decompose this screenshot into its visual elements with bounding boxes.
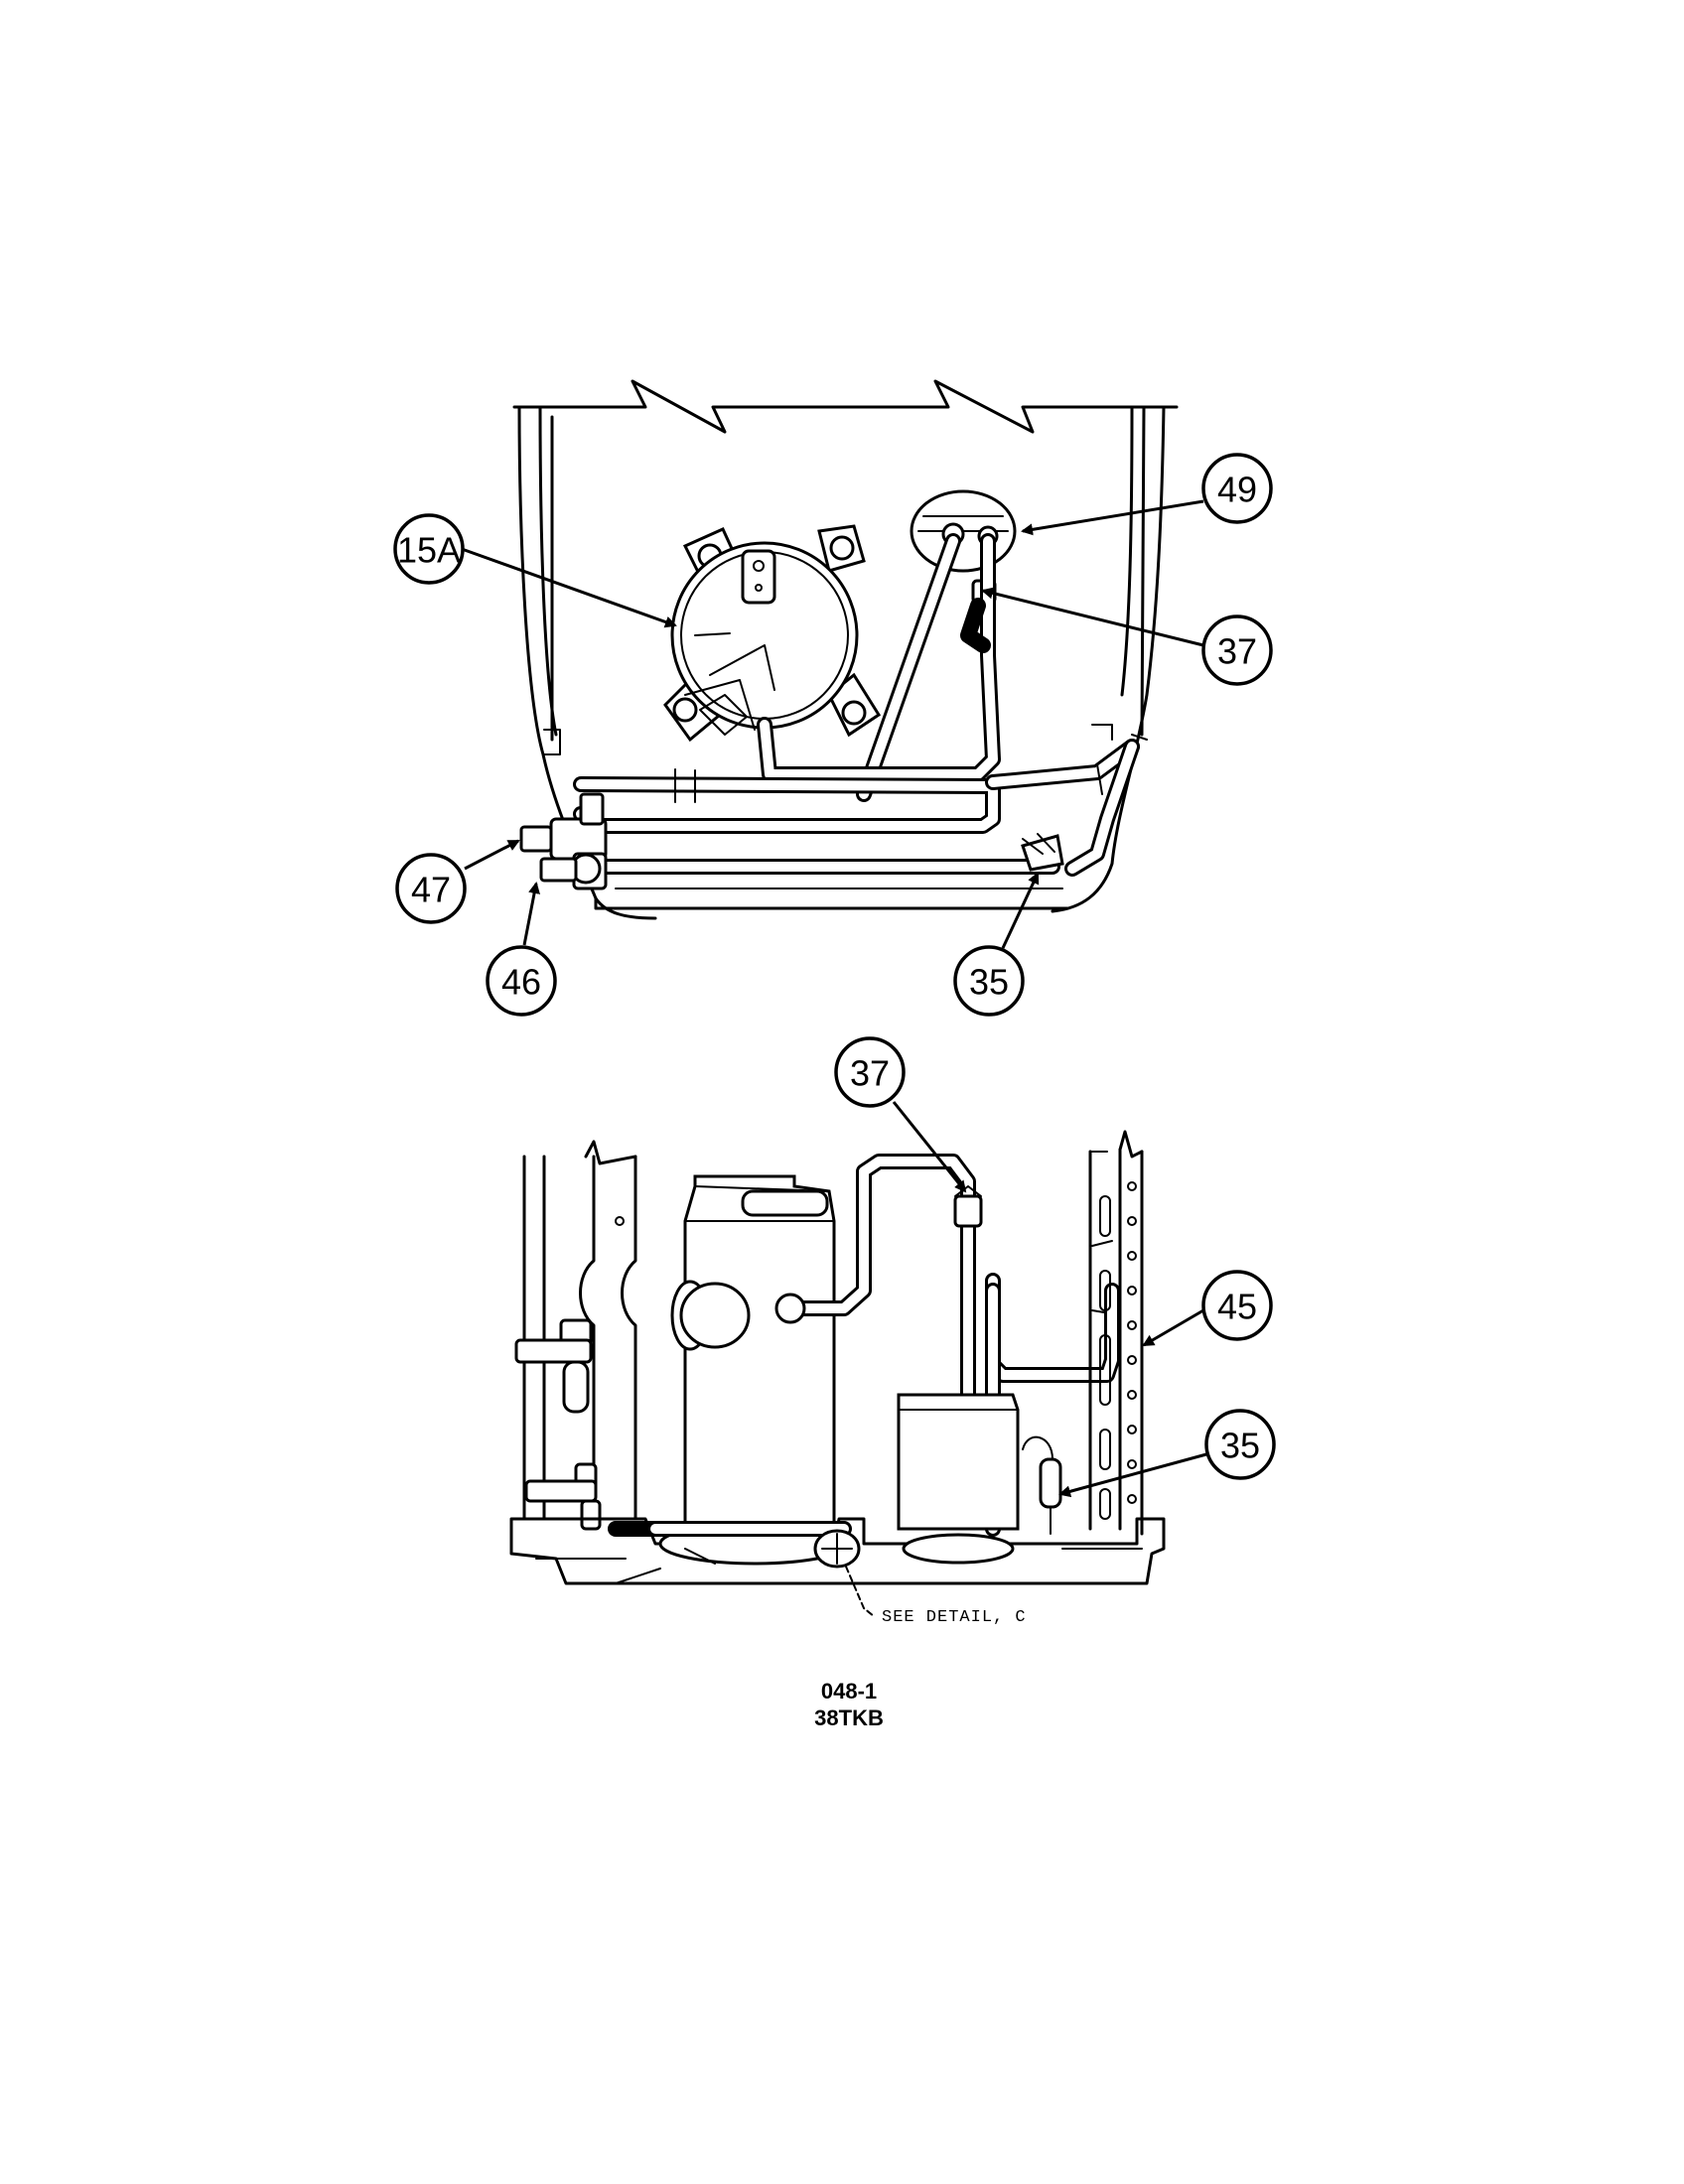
right-grille-panel (1088, 1130, 1144, 1536)
svg-text:37: 37 (850, 1053, 890, 1094)
callout-35-bottom: 35 (1058, 1409, 1276, 1498)
svg-text:37: 37 (1217, 631, 1257, 672)
detail-note: SEE DETAIL, C (882, 1608, 1027, 1627)
svg-text:35: 35 (969, 962, 1009, 1003)
accumulator-body (897, 1393, 1020, 1531)
top-right-wall-2 (1140, 405, 1146, 737)
detail-c-fitting (813, 1529, 861, 1569)
pressure-switch-37 (953, 1194, 983, 1228)
model-code: 38TKB (814, 1706, 884, 1730)
top-left-wall-inner (538, 405, 558, 737)
filter-drier-bottom (1022, 1435, 1062, 1535)
compressor-terminal-cover (679, 1282, 751, 1349)
callout-46: 46 (486, 882, 557, 1017)
top-right-wall-inner (1120, 405, 1134, 697)
top-bottom-rim (594, 896, 1069, 910)
svg-text:35: 35 (1220, 1426, 1260, 1466)
figure-code: 048-1 (821, 1679, 877, 1704)
top-view (512, 379, 1179, 920)
callout-37-top: 37 (981, 587, 1273, 686)
svg-text:49: 49 (1217, 470, 1257, 510)
svg-text:15A: 15A (397, 530, 461, 571)
bottom-view (509, 1130, 1166, 1585)
detail-c-leader (845, 1566, 875, 1617)
bottom-left-post (522, 1155, 637, 1521)
callout-37-bottom: 37 (834, 1036, 967, 1193)
service-valves (519, 792, 608, 890)
bottom-left-break (584, 1140, 637, 1165)
top-left-bracket (543, 729, 561, 755)
compressor-body (683, 1174, 836, 1531)
compressor-wiring (684, 632, 775, 731)
svg-text:46: 46 (501, 962, 541, 1003)
callout-15a: 15A (393, 513, 677, 628)
top-right-wall-outer (1051, 405, 1166, 913)
compressor-terminal-box (741, 549, 776, 605)
top-right-bracket (1091, 724, 1148, 741)
filter-drier-top (1021, 833, 1064, 872)
callout-49: 49 (1021, 453, 1273, 536)
svg-text:47: 47 (411, 870, 451, 910)
svg-text:45: 45 (1217, 1287, 1257, 1327)
top-break-line (512, 379, 1179, 434)
callout-35-top: 35 (953, 872, 1040, 1017)
callout-47: 47 (395, 839, 520, 924)
bottom-service-valves (514, 1318, 602, 1531)
callout-45: 45 (1142, 1270, 1273, 1347)
